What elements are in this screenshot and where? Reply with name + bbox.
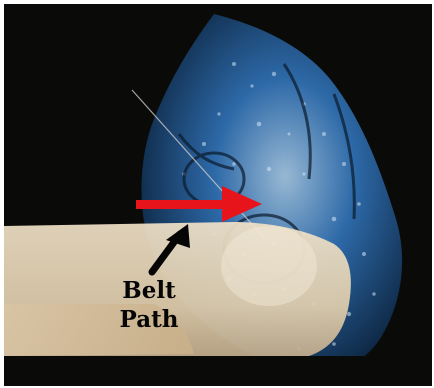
mri-scene [4, 4, 432, 386]
mri-photo: Belt Path [4, 4, 432, 386]
pelvis-overlay [221, 226, 317, 306]
caption-line-2: Path [104, 305, 194, 334]
belt-path-caption: Belt Path [104, 276, 194, 334]
caption-line-1: Belt [104, 276, 194, 305]
lower-band [4, 356, 432, 386]
